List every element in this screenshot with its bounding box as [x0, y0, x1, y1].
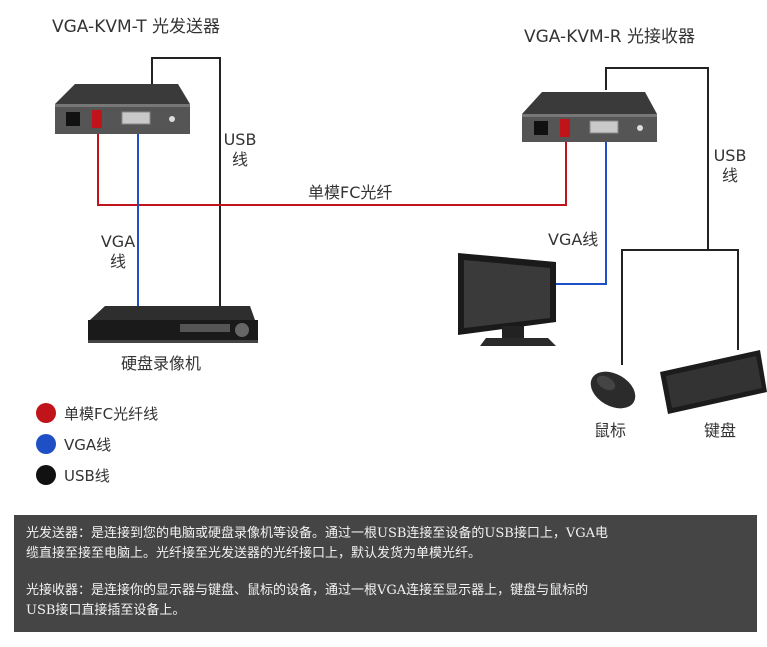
receiver-device	[522, 92, 657, 142]
legend-fiber-swatch	[36, 403, 56, 423]
transmitter-usb-label-line2: 线	[231, 150, 248, 169]
usb-cable-transmitter	[151, 57, 221, 306]
info-line-1: 光发送器：是连接到您的电脑或硬盘录像机等设备。通过一根USB连接至设备的USB接…	[26, 526, 608, 541]
legend-vga-swatch	[36, 434, 56, 454]
info-line-4: USB接口直接插至设备上。	[26, 603, 186, 618]
legend-fiber-label: 单模FC光纤线	[64, 405, 159, 423]
transmitter-vga-label-line2: 线	[109, 252, 126, 271]
keyboard-label: 键盘	[704, 421, 737, 440]
fiber-label: 单模FC光纤	[308, 183, 393, 202]
legend-vga-label: VGA线	[64, 436, 112, 454]
transmitter-device	[55, 84, 190, 134]
usb-cable-keyboard	[708, 249, 739, 350]
info-panel	[14, 515, 757, 632]
receiver-vga-label: VGA线	[548, 230, 599, 249]
fiber-cable	[97, 128, 567, 206]
receiver-usb-label-line2: 线	[721, 166, 738, 185]
info-line-3: 光接收器：是连接你的显示器与键盘、鼠标的设备，通过一根VGA连接至显示器上，键盘…	[26, 583, 589, 598]
transmitter-vga-label-line1: VGA	[100, 232, 136, 251]
keyboard-device	[660, 350, 767, 414]
dvr-device	[88, 306, 258, 343]
usb-cable-receiver	[605, 67, 709, 365]
transmitter-vga-label: VGA 线	[98, 232, 138, 272]
receiver-usb-label-line1: USB	[713, 146, 747, 165]
receiver-title: VGA-KVM-R 光接收器	[524, 27, 695, 47]
dvr-label: 硬盘录像机	[121, 354, 202, 373]
transmitter-usb-label: USB 线	[222, 130, 258, 170]
mouse-device	[590, 371, 636, 409]
vga-cable-receiver	[555, 130, 607, 285]
legend-usb-label: USB线	[64, 467, 110, 485]
monitor-device	[458, 253, 556, 346]
info-line-2: 缆直接至接至电脑上。光纤接至光发送器的光纤接口上，默认发货为单模光纤。	[26, 546, 482, 561]
mouse-label: 鼠标	[594, 421, 627, 440]
receiver-usb-label: USB 线	[708, 146, 752, 186]
legend-usb-swatch	[36, 465, 56, 485]
transmitter-title: VGA-KVM-T 光发送器	[52, 17, 220, 37]
transmitter-usb-label-line1: USB	[223, 130, 257, 149]
